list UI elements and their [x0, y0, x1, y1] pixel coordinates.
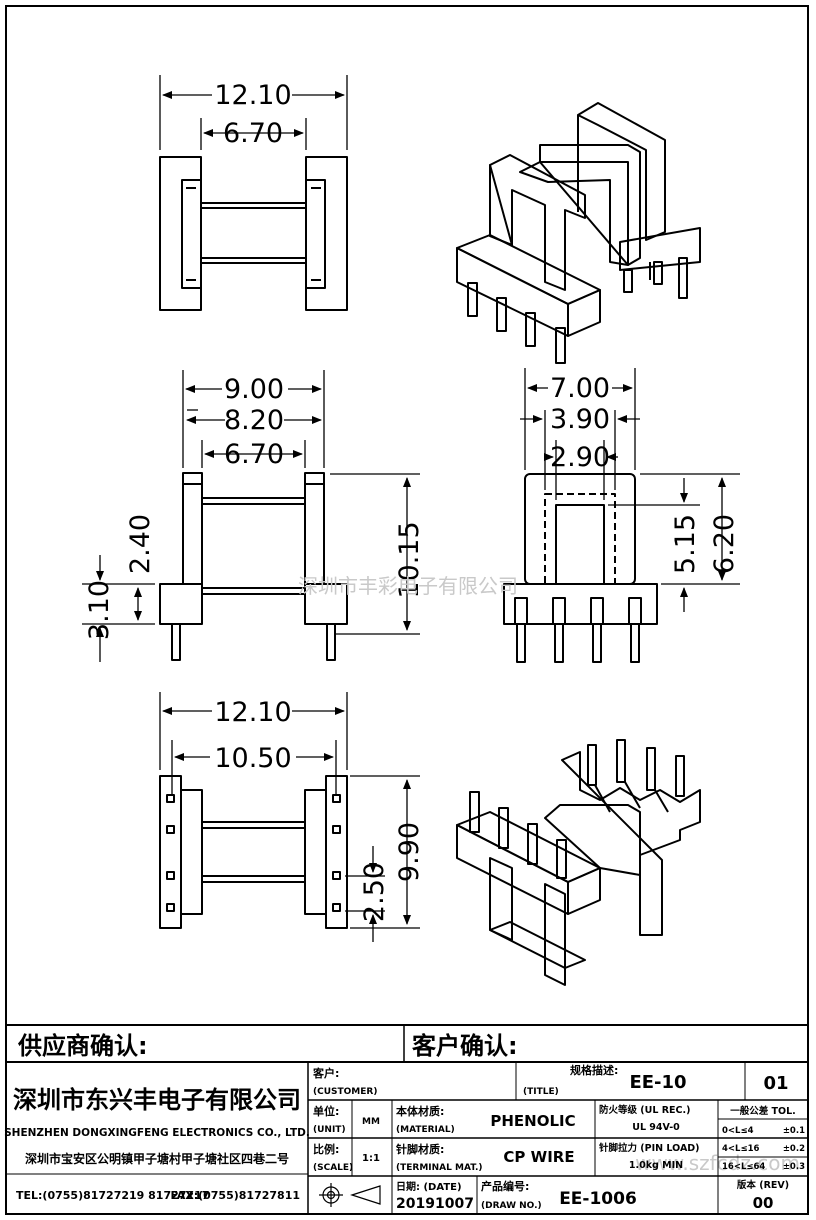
title-fields: 客户: (CUSTOMER) 规格描述: (TITLE) EE-10 01 单位… [312, 1063, 805, 1212]
dim-front-height-flange: 2.40 [125, 514, 156, 574]
rev-label: 版本 (REV) [736, 1179, 789, 1191]
top-view [159, 75, 348, 311]
drawno-label-en: (DRAW NO.) [481, 1201, 542, 1211]
tol-range-3: 16<L≤64 [722, 1162, 765, 1172]
sheet-number: 01 [763, 1073, 788, 1094]
unit-label-en: (UNIT) [313, 1125, 346, 1135]
dim-front-width-2: 8.20 [224, 405, 284, 436]
title-block [6, 1024, 808, 1214]
tolerance-label: 一般公差 TOL. [730, 1105, 796, 1117]
customer-confirm: 客户确认: [412, 1032, 518, 1060]
bottom-view [159, 692, 420, 942]
projection-symbol-icon [319, 1183, 381, 1207]
tol-value-3: ±0.3 [783, 1162, 805, 1172]
drawno-value: EE-1006 [559, 1189, 637, 1209]
rev-value: 00 [753, 1194, 774, 1212]
tol-value-1: ±0.1 [783, 1126, 805, 1136]
pinload-label: 针脚拉力 (PIN LOAD) [599, 1142, 700, 1154]
tol-range-1: 0<L≤4 [722, 1126, 754, 1136]
spec-label: 规格描述: [570, 1063, 618, 1077]
company-name-cn: 深圳市东兴丰电子有限公司 [13, 1086, 301, 1114]
date-label: 日期: (DATE) [396, 1180, 462, 1193]
flame-label: 防火等级 (UL REC.) [599, 1104, 690, 1116]
spec-value: EE-10 [629, 1072, 686, 1093]
sheet-border [5, 5, 809, 1215]
flame-value: UL 94V-0 [632, 1122, 680, 1133]
dim-front-height-base: 3.10 [84, 580, 115, 640]
dim-side-width-1: 7.00 [550, 373, 610, 404]
supplier-confirm: 供应商确认: [17, 1032, 148, 1060]
dim-side-width-3: 2.90 [550, 442, 610, 473]
scale-label-en: (SCALE) [313, 1163, 353, 1173]
watermark: 深圳市丰彩电子有限公司 [298, 574, 518, 598]
company-info: 深圳市东兴丰电子有限公司 SHENZHEN DONGXINGFENG ELECT… [4, 1086, 310, 1202]
dim-side-height-2: 6.20 [709, 514, 740, 574]
dim-bottom-pin-pitch: 2.50 [359, 862, 390, 922]
isometric-view-top [456, 102, 701, 364]
dim-front-width-3: 6.70 [224, 439, 284, 470]
customer-label-en: (CUSTOMER) [313, 1087, 377, 1097]
customer-label: 客户: [312, 1066, 339, 1080]
spec-label-en: (TITLE) [523, 1087, 559, 1097]
material-label-en: (MATERIAL) [396, 1125, 455, 1135]
company-fax: FAX:(0755)81727811 [170, 1189, 300, 1202]
dim-front-height-total: 10.15 [394, 521, 425, 598]
dim-side-height-1: 5.15 [670, 514, 701, 574]
dim-side-width-2: 3.90 [550, 404, 610, 435]
dim-bottom-height: 9.90 [394, 822, 425, 882]
terminal-value: CP WIRE [503, 1148, 574, 1166]
front-view [82, 370, 420, 662]
company-name-en: SHENZHEN DONGXINGFENG ELECTRONICS CO., L… [4, 1127, 310, 1139]
dim-bottom-pin-span: 10.50 [214, 743, 291, 774]
material-value: PHENOLIC [490, 1112, 575, 1130]
side-view [503, 368, 740, 663]
company-tel: TEL:(0755)81727219 81727217 [16, 1189, 209, 1202]
pinload-value: 1.0kg MIN [629, 1160, 683, 1171]
material-label: 本体材质: [396, 1104, 444, 1118]
dim-top-inner: 6.70 [223, 118, 283, 149]
unit-value: MM [362, 1117, 380, 1127]
confirm-row: 供应商确认: 客户确认: [17, 1032, 518, 1060]
date-value: 20191007 [396, 1196, 474, 1212]
dim-bottom-overall: 12.10 [214, 697, 291, 728]
drawno-label: 产品编号: [481, 1179, 529, 1193]
dim-front-width-1: 9.00 [224, 374, 284, 405]
scale-value: 1:1 [362, 1153, 380, 1164]
tol-range-2: 4<L≤16 [722, 1144, 759, 1154]
unit-label: 单位: [313, 1104, 339, 1118]
terminal-label-en: (TERMINAL MAT.) [396, 1163, 483, 1173]
tol-value-2: ±0.2 [783, 1144, 805, 1154]
isometric-view-bottom [456, 739, 701, 986]
dimension-labels: 12.10 6.70 9.00 8.20 6.70 2.40 3.10 10.1… [84, 80, 740, 922]
company-address: 深圳市宝安区公明镇甲子塘村甲子塘社区四巷二号 [25, 1151, 289, 1166]
dim-top-overall: 12.10 [214, 80, 291, 111]
terminal-label: 针脚材质: [396, 1142, 444, 1156]
scale-label: 比例: [313, 1142, 339, 1156]
